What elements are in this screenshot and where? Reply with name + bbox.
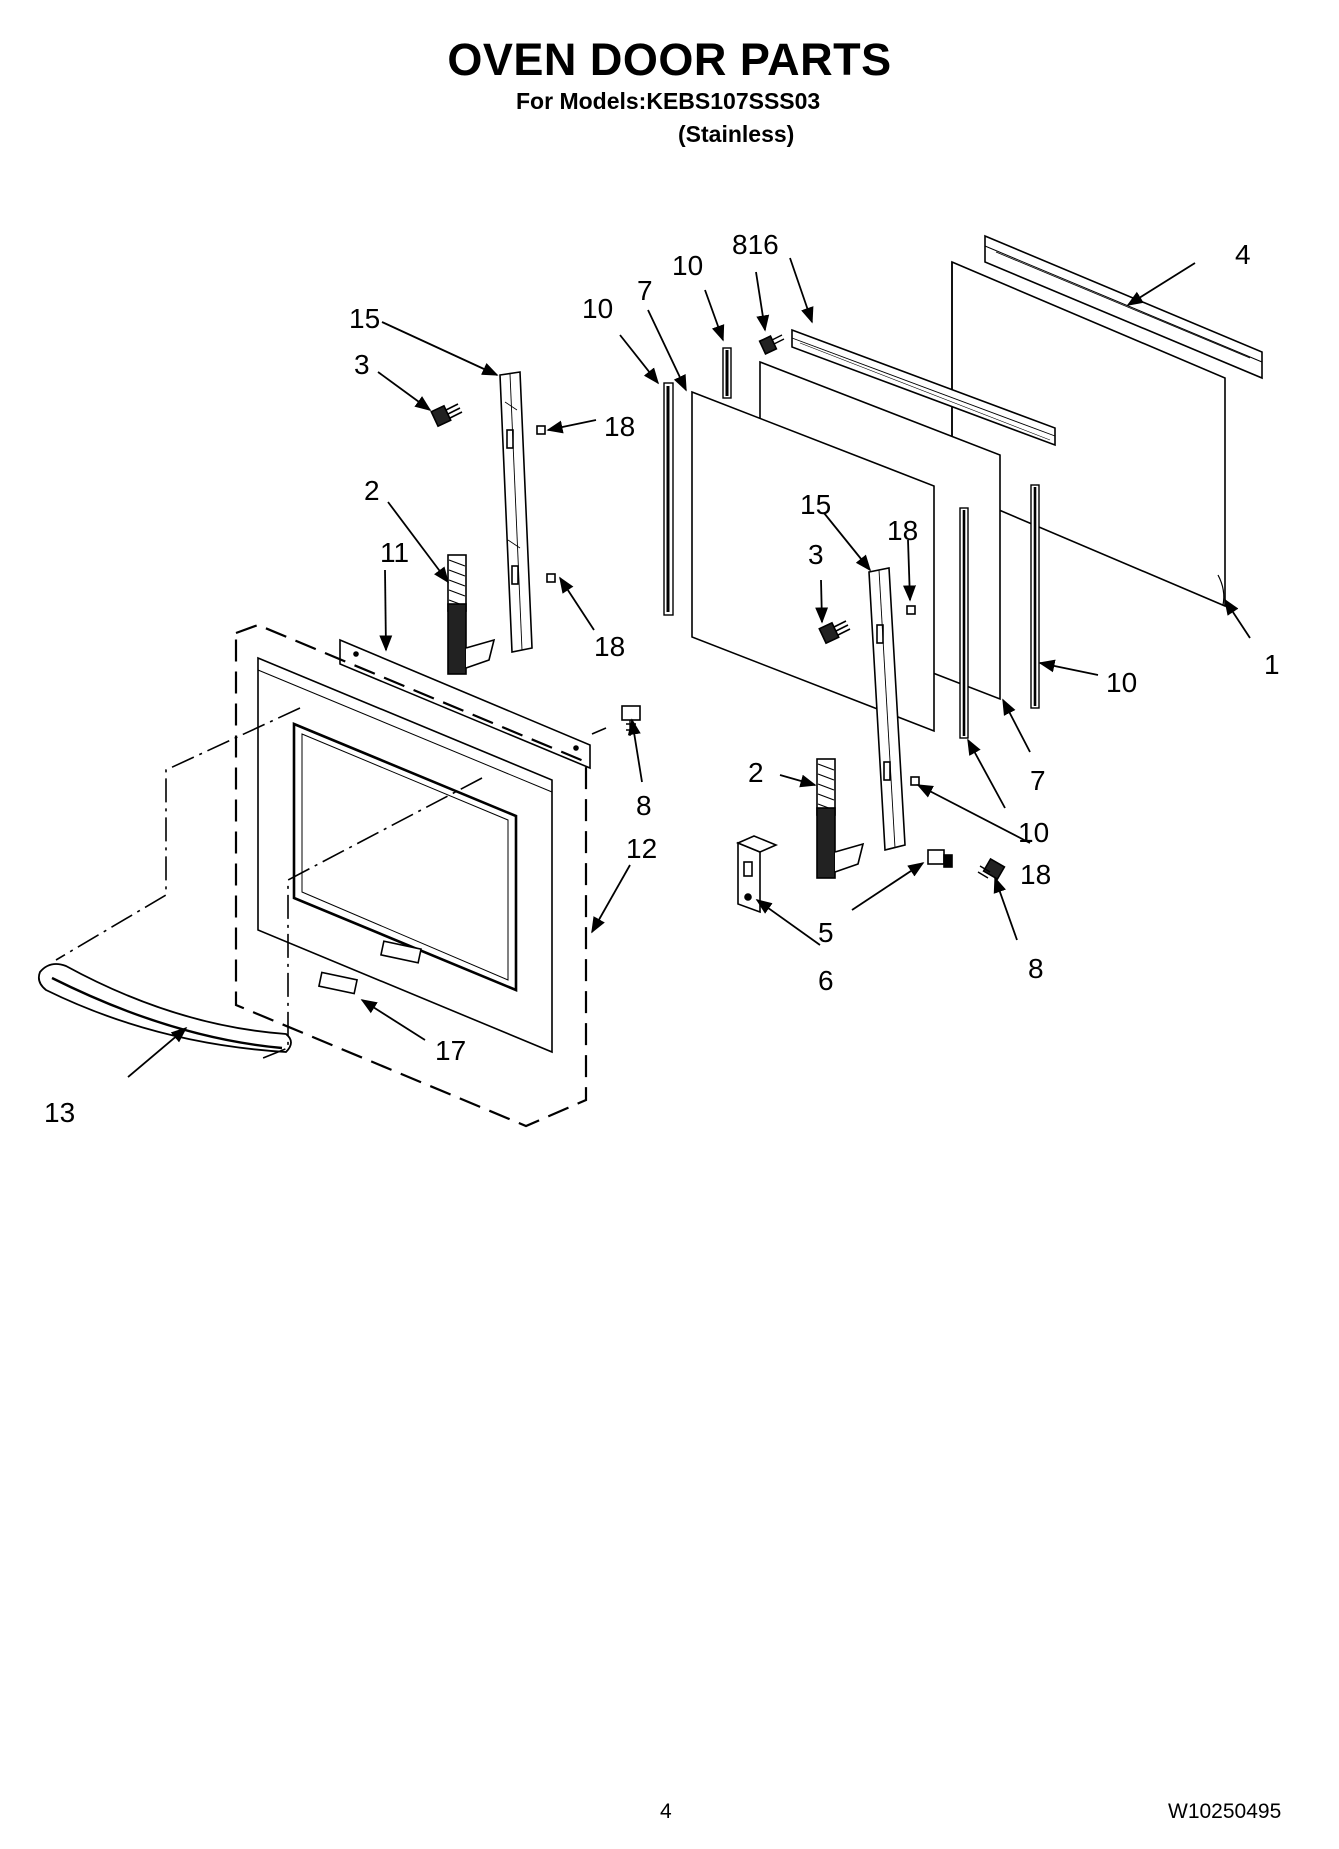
part-screw-8-low	[977, 857, 1006, 881]
callout-6: 6	[818, 965, 834, 996]
part-clip-18	[536, 425, 920, 786]
callout-2: 2	[364, 475, 380, 506]
callout-leaders	[127, 257, 1251, 1078]
callout-13: 13	[44, 1097, 75, 1128]
part-screw-8-top	[758, 334, 785, 355]
callout-8: 8	[1028, 953, 1044, 984]
callout-labels: 15 3 18 2 11 18 8 12 13 17 10 7 10 816 4…	[44, 229, 1280, 1128]
callout-7: 7	[1030, 765, 1046, 796]
page-number: 4	[660, 1800, 672, 1823]
part-hinge-channel-right	[868, 567, 906, 852]
callout-816: 816	[732, 229, 779, 260]
part-screw-8-mid	[621, 705, 641, 736]
callout-17: 17	[435, 1035, 466, 1066]
part-glass-retainer	[791, 328, 1056, 447]
callout-10: 10	[1106, 667, 1137, 698]
page-title: OVEN DOOR PARTS	[447, 34, 892, 85]
variant-line: (Stainless)	[678, 121, 795, 147]
part-screw-3-left	[430, 403, 463, 428]
part-outer-door	[257, 656, 553, 1054]
part-baffle	[339, 638, 591, 770]
models-line: For Models:KEBS107SSS03	[516, 88, 821, 114]
assembly-outline	[234, 623, 588, 1128]
callout-10: 10	[1018, 817, 1049, 848]
part-bracket	[735, 835, 779, 914]
part-clip	[927, 849, 953, 868]
document-number: W10250495	[1168, 1800, 1282, 1823]
callout-3: 3	[808, 539, 824, 570]
callout-4: 4	[1235, 239, 1251, 270]
callout-10: 10	[672, 250, 703, 281]
callout-15: 15	[800, 489, 831, 520]
part-top-trim	[984, 234, 1263, 380]
part-badge	[317, 971, 359, 995]
callout-2: 2	[748, 757, 764, 788]
callout-5: 5	[818, 917, 834, 948]
callout-18: 18	[887, 515, 918, 546]
callout-12: 12	[626, 833, 657, 864]
callout-18: 18	[594, 631, 625, 662]
callout-7: 7	[637, 275, 653, 306]
part-hinge-channel-left	[499, 371, 533, 653]
part-handle	[37, 963, 292, 1053]
callout-11: 11	[380, 537, 409, 568]
callout-15: 15	[349, 303, 380, 334]
callout-8: 8	[636, 790, 652, 821]
part-screw-3-right	[818, 620, 851, 645]
callout-10: 10	[582, 293, 613, 324]
callout-18: 18	[604, 411, 635, 442]
callout-1: 1	[1264, 649, 1280, 680]
part-spacer-strips	[663, 347, 1040, 739]
alignment-lines	[55, 707, 607, 1061]
part-hinge-right	[816, 758, 865, 879]
callout-3: 3	[354, 349, 370, 380]
callout-18: 18	[1020, 859, 1051, 890]
part-hinge-left	[447, 554, 496, 675]
